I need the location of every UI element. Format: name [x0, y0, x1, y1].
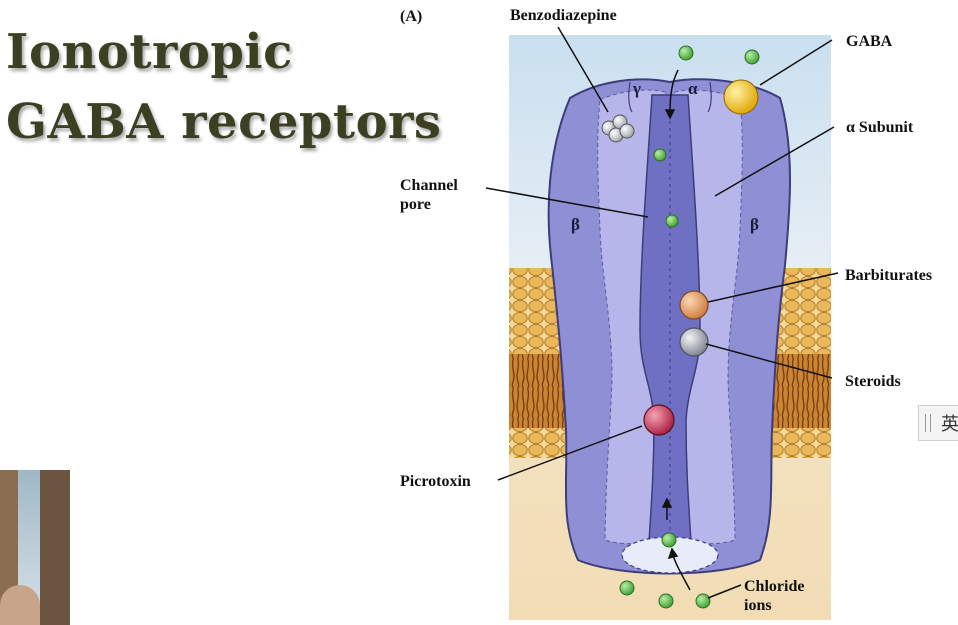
- chloride-ions-label-line-1: Chloride: [744, 578, 804, 595]
- panel-label: (A): [400, 8, 422, 25]
- channel-pore-label-line-2: pore: [400, 196, 431, 213]
- subunit-beta-right-label: β: [750, 215, 759, 234]
- benzodiazepine-molecule: [601, 114, 635, 143]
- steroid-molecule: [679, 327, 709, 357]
- leader-lines: [485, 26, 839, 599]
- picrotoxin-label: Picrotoxin: [400, 473, 471, 490]
- alpha-subunit-label: α Subunit: [846, 119, 914, 136]
- gaba-molecule-bound: [723, 79, 759, 115]
- ion-particles: [619, 45, 760, 609]
- drag-handle-icon: [925, 414, 931, 432]
- picrotoxin-molecule: [643, 404, 675, 436]
- barbiturate-molecule: [679, 290, 709, 320]
- chloride-ions-label-line-2: ions: [744, 597, 772, 614]
- ion-flow-arrows: [661, 69, 691, 591]
- steroids-label: Steroids: [845, 373, 901, 390]
- subunit-alpha-label: α: [688, 79, 698, 98]
- subunit-gamma-label: γ: [632, 79, 641, 98]
- ime-language-indicator[interactable]: 英: [918, 405, 958, 441]
- ime-language-text: 英: [941, 414, 958, 435]
- benzodiazepine-label: Benzodiazepine: [510, 7, 617, 24]
- barbiturates-label: Barbiturates: [845, 267, 932, 284]
- gaba-label: GABA: [846, 33, 893, 50]
- receptor-body: [547, 78, 791, 575]
- slide-title-line-2: GABA receptors: [6, 94, 442, 150]
- webcam-overlay: [0, 470, 70, 625]
- channel-pore-label-line-1: Channel: [400, 177, 458, 194]
- subunit-beta-left-label: β: [571, 215, 580, 234]
- slide-title-line-1: Ionotropic: [6, 24, 293, 80]
